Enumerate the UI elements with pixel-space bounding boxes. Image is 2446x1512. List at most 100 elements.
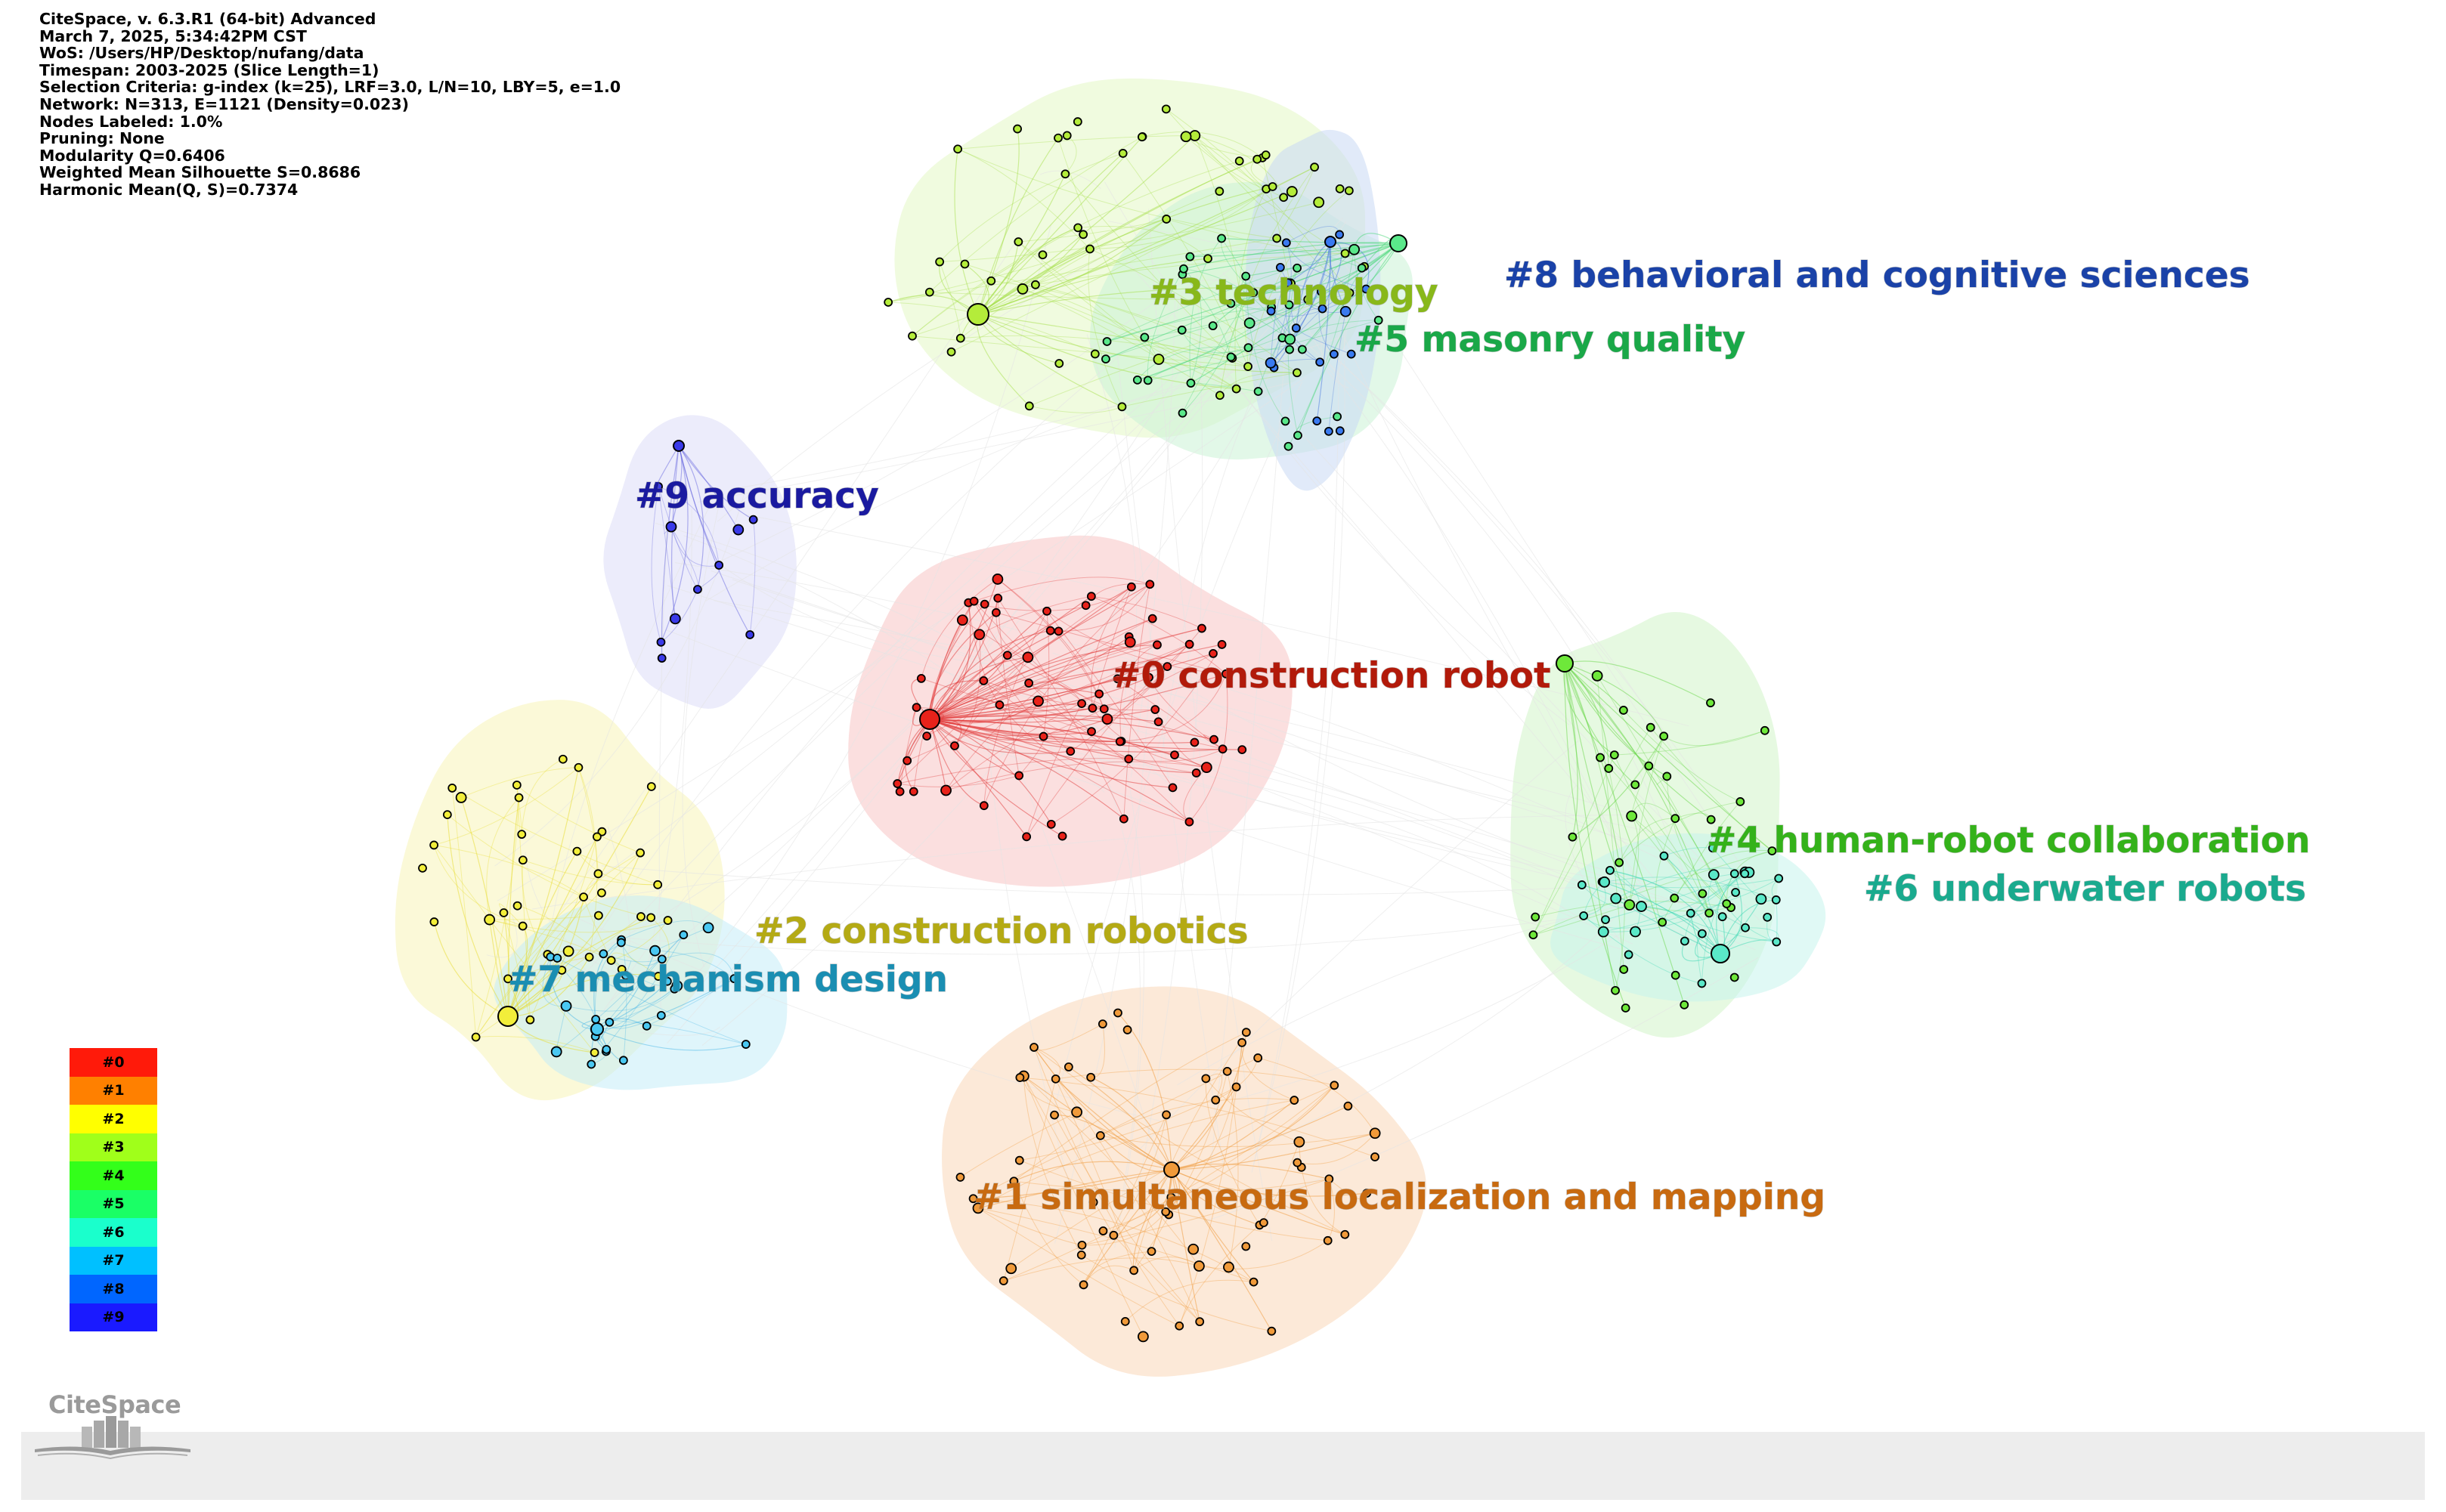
network-node[interactable] [455,792,467,803]
network-node[interactable] [1081,601,1091,611]
network-node[interactable] [1042,606,1051,616]
network-node[interactable] [1090,349,1100,359]
network-node[interactable] [1073,117,1082,126]
network-node[interactable] [1621,1003,1630,1013]
network-node[interactable] [617,965,627,974]
network-node[interactable] [884,298,893,307]
network-node[interactable] [621,971,630,980]
network-node[interactable] [1686,908,1695,918]
network-node[interactable] [1175,1321,1184,1331]
network-node[interactable] [1024,679,1034,688]
network-node[interactable] [1346,349,1356,359]
network-node[interactable] [605,1017,615,1027]
network-node[interactable] [1708,869,1720,881]
network-node[interactable] [732,524,745,536]
network-node[interactable] [679,930,689,940]
network-node[interactable] [1101,354,1110,364]
network-node[interactable] [616,938,626,948]
network-node[interactable] [1200,762,1212,774]
hub-node[interactable] [497,1006,519,1027]
network-node[interactable] [418,863,427,873]
network-node[interactable] [1066,747,1076,756]
network-node[interactable] [1022,832,1032,842]
network-node[interactable] [968,1194,978,1204]
network-node[interactable] [1324,426,1333,436]
network-node[interactable] [1064,1062,1073,1071]
network-node[interactable] [940,784,952,796]
network-node[interactable] [1268,182,1277,191]
network-node[interactable] [1017,283,1029,295]
network-node[interactable] [1190,737,1200,747]
network-node[interactable] [1102,337,1112,346]
network-node[interactable] [1729,972,1739,982]
network-node[interactable] [1283,441,1293,451]
network-node[interactable] [1280,416,1290,426]
network-node[interactable] [1697,929,1707,938]
network-node[interactable] [1708,843,1717,853]
network-node[interactable] [1252,154,1262,164]
network-node[interactable] [550,1046,562,1058]
network-node[interactable] [1313,196,1325,209]
network-node[interactable] [1670,893,1680,903]
network-node[interactable] [1015,1073,1025,1082]
network-node[interactable] [642,1021,652,1031]
network-node[interactable] [1013,124,1022,134]
network-node[interactable] [1348,243,1361,255]
network-node[interactable] [1022,651,1034,663]
network-node[interactable] [1168,783,1178,793]
network-node[interactable] [1101,713,1113,725]
network-node[interactable] [657,954,667,964]
network-node[interactable] [922,731,932,741]
network-node[interactable] [1086,592,1096,601]
network-node[interactable] [1088,1198,1098,1207]
network-node[interactable] [1201,1074,1211,1084]
network-node[interactable] [584,952,594,962]
network-node[interactable] [1124,754,1134,764]
network-node[interactable] [714,561,724,570]
cluster-label-5[interactable]: #5 masonry quality [1354,318,1745,360]
network-node[interactable] [597,888,606,898]
network-node[interactable] [1145,580,1155,589]
network-node[interactable] [1644,761,1654,771]
network-node[interactable] [1249,1277,1259,1287]
cluster-label-1[interactable]: #1 simultaneous localization and mapping [973,1176,1825,1218]
network-node[interactable] [1315,357,1325,367]
network-node[interactable] [924,287,934,297]
network-node[interactable] [1291,323,1301,333]
network-node[interactable] [1137,1331,1149,1343]
network-node[interactable] [1249,288,1259,298]
network-node[interactable] [953,144,963,154]
network-node[interactable] [606,956,616,965]
network-node[interactable] [662,976,672,986]
network-node[interactable] [729,974,739,984]
network-node[interactable] [1630,780,1640,790]
network-node[interactable] [1659,731,1669,741]
network-node[interactable] [1177,325,1187,335]
network-node[interactable] [1345,288,1355,298]
network-node[interactable] [1243,317,1256,329]
network-node[interactable] [1147,1247,1156,1257]
network-node[interactable] [590,1048,599,1057]
network-node[interactable] [1618,706,1628,715]
network-node[interactable] [1241,1241,1251,1251]
network-node[interactable] [1266,306,1276,316]
network-node[interactable] [1014,1155,1024,1165]
network-node[interactable] [654,481,663,491]
network-node[interactable] [1120,1316,1130,1326]
network-node[interactable] [745,630,755,639]
network-node[interactable] [1234,156,1244,166]
network-node[interactable] [956,614,968,626]
network-node[interactable] [1095,689,1104,699]
network-node[interactable] [1293,368,1302,378]
network-node[interactable] [574,762,584,772]
network-node[interactable] [1050,1110,1059,1120]
network-node[interactable] [935,257,945,267]
network-node[interactable] [909,787,918,796]
network-node[interactable] [1755,893,1767,905]
network-node[interactable] [618,1056,628,1065]
network-node[interactable] [993,593,1003,603]
network-node[interactable] [429,840,439,850]
network-node[interactable] [979,801,989,811]
network-node[interactable] [1085,244,1095,254]
